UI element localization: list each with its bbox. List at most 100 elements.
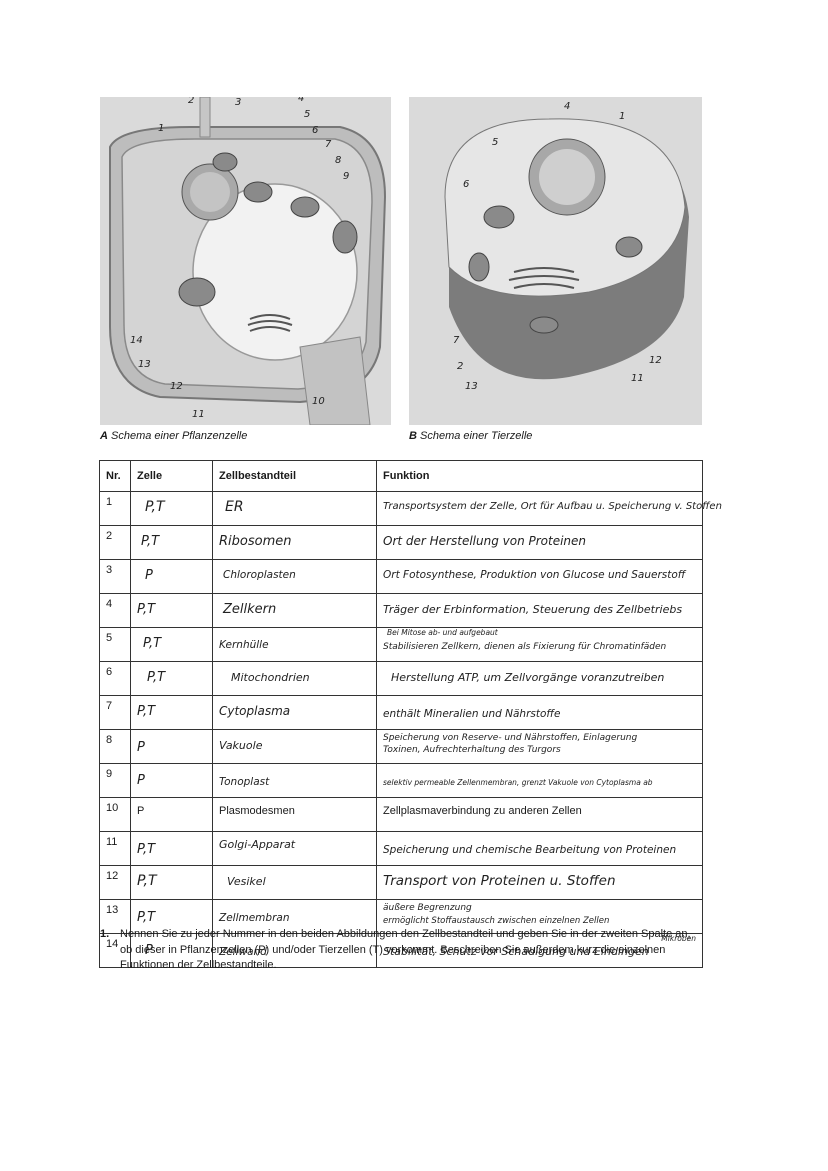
cell-type-answer: P,T (137, 842, 156, 857)
function-answer: äußere Begrenzung (383, 903, 472, 913)
svg-text:12: 12 (170, 381, 183, 392)
table-row: 1 P,T ER Transportsystem der Zelle, Ort … (99, 491, 722, 526)
component-answer: Cytoplasma (219, 704, 291, 718)
function-answer-line-2: Toxinen, Aufrechterhaltung des Turgors (383, 745, 561, 755)
svg-text:5: 5 (304, 109, 310, 120)
component-answer: ER (225, 499, 244, 515)
task-number: 1. (100, 928, 110, 940)
table-row: 13 P,T Zellmembran äußere Begrenzung erm… (99, 899, 703, 934)
cell-type-answer: P,T (143, 636, 162, 651)
row-number: 9 (99, 763, 131, 798)
function-answer: Transportsystem der Zelle, Ort für Aufba… (383, 501, 722, 512)
svg-text:1: 1 (619, 111, 625, 122)
svg-text:14: 14 (130, 335, 143, 346)
plant-cell-caption: A Schema einer Pflanzenzelle (100, 430, 247, 442)
table-row: 4 P,T Zellkern Träger der Erbinformation… (99, 593, 703, 628)
function-note: Bei Mitose ab- und aufgebaut (387, 628, 498, 637)
svg-text:3: 3 (235, 97, 241, 108)
function-printed: Zellplasmaverbindung zu anderen Zellen (383, 805, 582, 817)
function-answer-line-2: ermöglicht Stoffaustausch zwischen einze… (383, 916, 610, 926)
component-printed: Plasmodesmen (219, 805, 295, 817)
caption-text-a: Schema einer Pflanzenzelle (111, 430, 248, 442)
task-instruction: 1. Nennen Sie zu jeder Nummer in den bei… (100, 927, 700, 974)
cell-type-answer: P (137, 740, 145, 755)
component-answer: Kernhülle (219, 639, 269, 651)
component-answer: Zellmembran (219, 912, 290, 924)
header-zellbestandteil: Zellbestandteil (212, 460, 377, 492)
row-number: 14 (99, 933, 131, 968)
function-answer: Transport von Proteinen u. Stoffen (383, 873, 616, 889)
svg-text:6: 6 (463, 179, 469, 190)
function-answer: enthält Mineralien und Nährstoffe (383, 708, 561, 720)
component-answer: Vakuole (219, 739, 263, 752)
svg-text:6: 6 (312, 125, 318, 136)
svg-text:5: 5 (492, 137, 498, 148)
animal-cell-caption: B Schema einer Tierzelle (409, 430, 532, 442)
function-answer: Herstellung ATP, um Zellvorgänge voranzu… (391, 671, 665, 684)
row-number: 7 (99, 695, 131, 730)
function-answer: Speicherung und chemische Bearbeitung vo… (383, 844, 677, 856)
row-number: 1 (99, 491, 131, 526)
function-answer: selektiv permeable Zellenmembran, grenzt… (383, 778, 653, 787)
header-funktion: Funktion (376, 460, 703, 492)
function-answer: Stabilität, Schutz vor Schädigung und Ei… (383, 945, 649, 958)
svg-text:4: 4 (298, 97, 304, 104)
cell-components-table: Nr. Zelle Zellbestandteil Funktion 1 P,T… (99, 460, 722, 968)
table-row: 12 P,T Vesikel Transport von Proteinen u… (99, 865, 703, 900)
table-row: 8 P Vakuole Speicherung von Reserve- und… (99, 729, 703, 764)
svg-text:13: 13 (465, 381, 478, 392)
table-row: 10 P Plasmodesmen Zellplasmaverbindung z… (99, 797, 703, 832)
cell-type-answer: P,T (137, 910, 156, 925)
function-answer: Ort der Herstellung von Proteinen (383, 534, 587, 548)
caption-letter-a: A (100, 430, 108, 442)
row-number: 6 (99, 661, 131, 696)
svg-text:8: 8 (335, 155, 341, 166)
svg-text:7: 7 (325, 139, 332, 150)
function-note: Mikroben (661, 934, 696, 943)
row-number: 10 (99, 797, 131, 832)
svg-text:2: 2 (457, 361, 463, 372)
function-answer: Ort Fotosynthese, Produktion von Glucose… (383, 569, 686, 581)
cell-type-printed: P (137, 805, 145, 817)
row-number: 11 (99, 831, 131, 866)
component-answer: Chloroplasten (223, 569, 296, 581)
table-row: 9 P Tonoplast selektiv permeable Zellenm… (99, 763, 703, 798)
table-row: 11 P,T Golgi-Apparat Speicherung und che… (99, 831, 703, 866)
component-answer: Golgi-Apparat (219, 838, 296, 851)
component-answer: Tonoplast (219, 776, 270, 788)
table-row: 5 P,T Kernhülle Bei Mitose ab- und aufge… (99, 627, 703, 662)
svg-text:9: 9 (343, 171, 349, 182)
row-number: 3 (99, 559, 131, 594)
caption-text-b: Schema einer Tierzelle (420, 430, 533, 442)
row-number: 5 (99, 627, 131, 662)
component-answer: Zellkern (223, 602, 277, 617)
svg-text:12: 12 (649, 355, 662, 366)
cell-type-answer: P,T (137, 704, 156, 719)
svg-text:4: 4 (564, 101, 570, 112)
function-answer: Speicherung von Reserve- und Nährstoffen… (383, 733, 638, 743)
table-row: 3 P Chloroplasten Ort Fotosynthese, Prod… (99, 559, 703, 594)
cell-type-answer: P,T (147, 670, 166, 685)
component-answer: Zellwand (219, 946, 267, 958)
component-answer: Ribosomen (219, 534, 292, 549)
cell-type-answer: P,T (137, 873, 157, 889)
component-answer: Vesikel (227, 875, 266, 888)
svg-text:2: 2 (188, 97, 194, 106)
row-number: 2 (99, 525, 131, 560)
header-nr: Nr. (99, 460, 131, 492)
row-number: 12 (99, 865, 131, 900)
table-row: 7 P,T Cytoplasma enthält Mineralien und … (99, 695, 703, 730)
row-number: 4 (99, 593, 131, 628)
cell-type-answer: P,T (145, 499, 165, 515)
table-row: 14 P Zellwand Mikroben Stabilität, Schut… (99, 933, 703, 968)
function-answer: Stabilisieren Zellkern, dienen als Fixie… (383, 642, 667, 652)
table-header-row: Nr. Zelle Zellbestandteil Funktion (99, 460, 703, 492)
table-row: 6 P,T Mitochondrien Herstellung ATP, um … (99, 661, 703, 696)
svg-text:7: 7 (453, 335, 460, 346)
